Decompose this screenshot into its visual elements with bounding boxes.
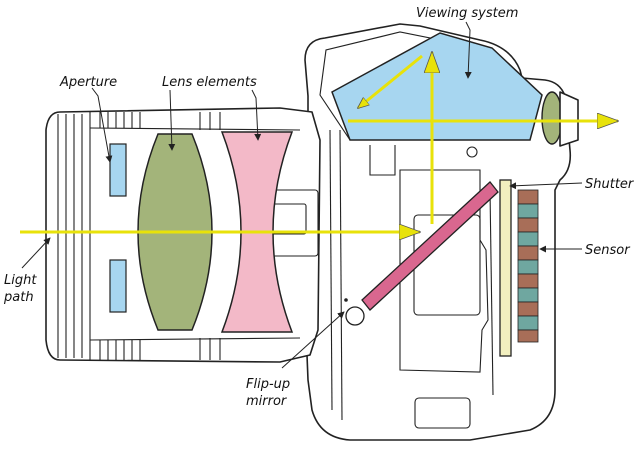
label-light-path-line2: path — [3, 290, 34, 305]
barrel-ring-ticks — [99, 112, 221, 360]
leader-viewing-system — [464, 21, 472, 79]
leader-flip-mirror — [281, 311, 345, 369]
barrel-band-top — [89, 127, 301, 131]
leader-light-path — [21, 237, 51, 269]
body-port — [414, 397, 471, 429]
label-lens-elements: Lens elements — [162, 75, 257, 90]
label-flip-mirror-line2: mirror — [246, 394, 288, 409]
label-light-path-line1: Light — [4, 273, 37, 288]
eyepiece-cup — [559, 91, 579, 147]
aperture-blade-top — [109, 143, 127, 197]
label-flip-mirror-line1: Flip-up — [246, 377, 290, 392]
leader-shutter — [509, 182, 583, 190]
pentaprism — [331, 32, 543, 141]
body-line-c — [339, 129, 343, 421]
leader-aperture — [91, 87, 113, 163]
mirror-pivot — [345, 306, 365, 326]
label-sensor: Sensor — [585, 243, 631, 258]
mirror-pivot-dot — [344, 298, 348, 302]
body-line-d — [489, 189, 494, 396]
label-aperture: Aperture — [59, 75, 117, 90]
aperture-blade-bottom — [109, 259, 127, 313]
leader-lens-concave — [251, 89, 262, 141]
barrel-ribbing — [57, 112, 91, 360]
label-viewing-system: Viewing system — [416, 6, 518, 21]
light-ray-prism-diagonal — [358, 54, 423, 108]
leader-lens-convex — [168, 89, 176, 151]
sensor — [517, 189, 539, 343]
body-line-b — [329, 129, 333, 411]
shutter — [499, 179, 512, 357]
body-line-a — [369, 145, 396, 176]
eyepiece-lens — [541, 91, 563, 145]
barrel-band-bottom — [89, 337, 301, 341]
label-shutter: Shutter — [585, 177, 635, 192]
flip-up-mirror — [361, 181, 499, 311]
body-screw — [466, 146, 478, 158]
